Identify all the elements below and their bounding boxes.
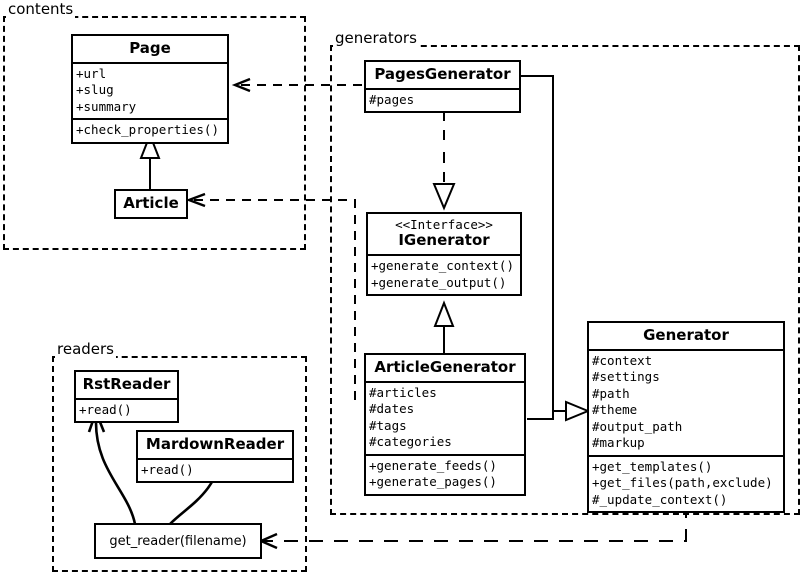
class-operations-igenerator: +generate_context() +generate_output()	[368, 254, 520, 294]
class-name-articlegenerator: ArticleGenerator	[374, 358, 516, 376]
function-label-get-reader: get_reader(filename)	[109, 533, 247, 549]
class-box-articlegenerator[interactable]: ArticleGenerator #articles #dates #tags …	[364, 353, 526, 496]
operation-row: +generate_feeds()	[369, 457, 497, 473]
package-frame-contents	[3, 16, 306, 250]
package-frame-readers	[52, 356, 307, 572]
attribute-row: #context	[592, 352, 653, 368]
class-box-igenerator[interactable]: <<Interface>> IGenerator +generate_conte…	[366, 212, 522, 297]
class-box-rstreader[interactable]: RstReader +read()	[74, 370, 179, 424]
attribute-row: #path	[592, 385, 630, 401]
operation-row: +get_files(path,exclude)	[592, 475, 773, 491]
attribute-row: #settings	[592, 369, 660, 385]
class-name-page: Page	[129, 39, 171, 57]
operation-row: +generate_pages()	[369, 474, 497, 490]
class-attributes-generator: #context #settings #path #theme #output_…	[589, 348, 783, 455]
class-attributes-page: +url +slug +summary	[73, 61, 227, 119]
class-attributes-pagesgenerator: #pages	[366, 87, 519, 112]
class-attributes-articlegenerator: #articles #dates #tags #categories	[366, 380, 524, 454]
package-label-readers: readers	[55, 340, 116, 358]
function-box-get-reader[interactable]: get_reader(filename)	[94, 523, 262, 559]
attribute-row: #pages	[369, 91, 415, 107]
attribute-row: +slug	[76, 82, 114, 98]
class-operations-rstreader: +read()	[76, 397, 177, 422]
class-box-generator[interactable]: Generator #context #settings #path #them…	[587, 321, 785, 514]
class-name-igenerator: <<Interface>> IGenerator	[368, 214, 520, 254]
attribute-row: #categories	[369, 434, 452, 450]
class-box-mardownreader[interactable]: MardownReader +read()	[136, 430, 294, 484]
class-name-generator: Generator	[643, 326, 729, 344]
attribute-row: #output_path	[592, 418, 683, 434]
class-box-pagesgenerator[interactable]: PagesGenerator #pages	[364, 60, 521, 114]
package-label-contents: contents	[6, 0, 76, 18]
class-operations-generator: +get_templates() +get_files(path,exclude…	[589, 454, 783, 512]
attribute-row: #tags	[369, 417, 407, 433]
package-label-generators: generators	[333, 29, 419, 47]
class-box-page[interactable]: Page +url +slug +summary +check_properti…	[71, 34, 229, 144]
class-name-article: Article	[123, 194, 179, 212]
class-box-article[interactable]: Article	[114, 189, 188, 219]
class-title-igenerator: IGenerator	[398, 231, 490, 250]
class-operations-mardownreader: +read()	[138, 457, 292, 482]
attribute-row: +summary	[76, 98, 137, 114]
class-operations-articlegenerator: +generate_feeds() +generate_pages()	[366, 453, 524, 494]
attribute-row: #dates	[369, 401, 415, 417]
attribute-row: #articles	[369, 384, 437, 400]
attribute-row: #theme	[592, 402, 638, 418]
operation-row: +get_templates()	[592, 458, 713, 474]
attribute-row: +url	[76, 65, 107, 81]
attribute-row: #markup	[592, 435, 645, 451]
operation-row: #_update_context()	[592, 491, 728, 507]
class-name-mardownreader: MardownReader	[145, 435, 285, 453]
class-name-rstreader: RstReader	[82, 375, 171, 393]
operation-row: +generate_context()	[371, 258, 514, 274]
operation-row: +read()	[79, 401, 132, 417]
operation-row: +generate_output()	[371, 274, 507, 290]
class-operations-page: +check_properties()	[73, 118, 227, 142]
operation-row: +check_properties()	[76, 122, 219, 138]
class-stereotype-igenerator: <<Interface>>	[395, 217, 493, 232]
class-name-pagesgenerator: PagesGenerator	[374, 65, 511, 83]
operation-row: +read()	[141, 461, 194, 477]
